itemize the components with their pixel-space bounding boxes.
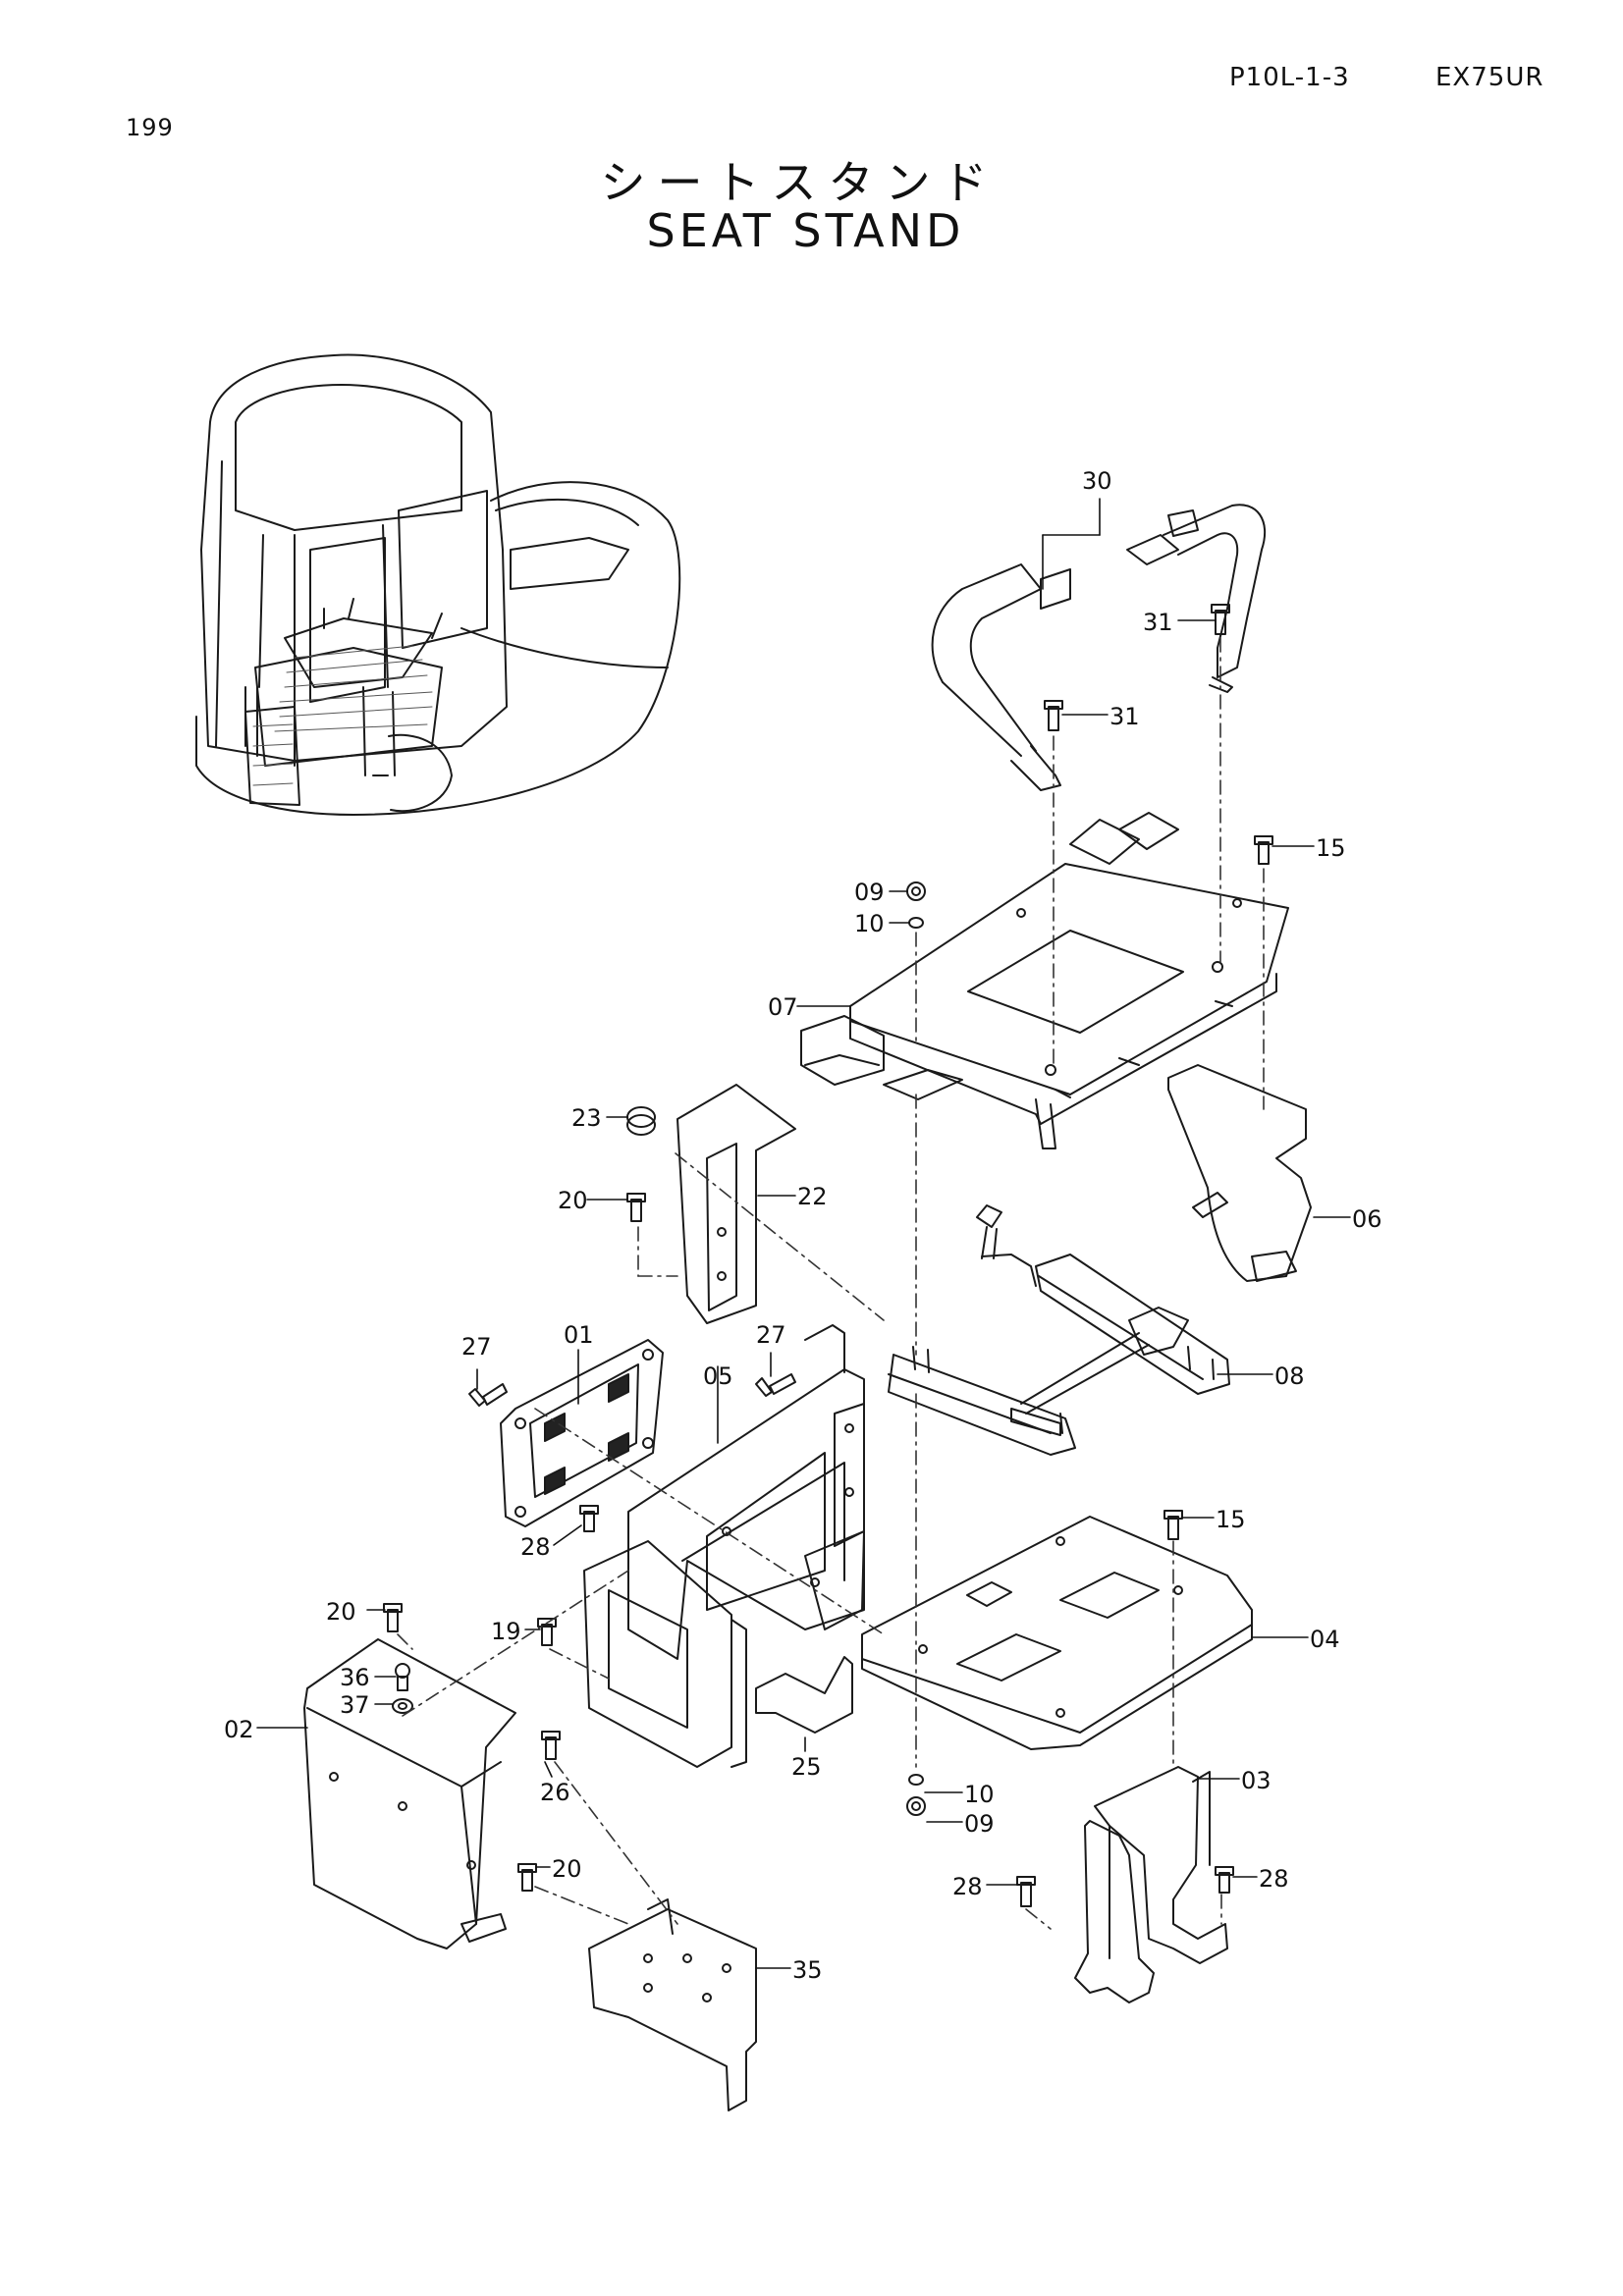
part-box-frame xyxy=(583,1540,747,1768)
callout-28: 28 xyxy=(952,1873,983,1900)
page-title-japanese: シートスタンド xyxy=(600,156,1000,209)
callout-02: 02 xyxy=(224,1716,254,1743)
callout-15: 15 xyxy=(1216,1506,1246,1533)
callout-31: 31 xyxy=(1143,609,1173,636)
part-22-bracket xyxy=(676,1084,796,1324)
part-31-bolts xyxy=(1044,604,1230,731)
part-23-grommet xyxy=(626,1106,656,1136)
callout-28: 28 xyxy=(1259,1865,1289,1893)
callout-31: 31 xyxy=(1109,703,1140,730)
callout-08: 08 xyxy=(1274,1362,1305,1390)
part-07-seat-base xyxy=(800,812,1289,1149)
callout-27: 27 xyxy=(756,1321,786,1349)
callout-10: 10 xyxy=(854,910,885,937)
callout-15: 15 xyxy=(1316,834,1346,862)
callout-01: 01 xyxy=(564,1321,594,1349)
part-06-side-bracket xyxy=(1167,1064,1312,1282)
part-05-main-frame xyxy=(627,1324,865,1660)
callout-27: 27 xyxy=(461,1333,492,1361)
page-number: 199 xyxy=(126,114,174,141)
callout-25: 25 xyxy=(791,1753,822,1781)
callout-20: 20 xyxy=(552,1855,582,1883)
assembly-center-lines xyxy=(397,637,1265,1930)
callout-10: 10 xyxy=(964,1781,995,1808)
part-01-mounting-plate xyxy=(500,1339,664,1527)
callout-19: 19 xyxy=(491,1618,521,1645)
callout-23: 23 xyxy=(571,1104,602,1132)
callout-04: 04 xyxy=(1310,1626,1340,1653)
callout-37: 37 xyxy=(340,1691,370,1719)
excavator-cab-overview xyxy=(195,353,681,816)
callout-26: 26 xyxy=(540,1779,570,1806)
callout-30: 30 xyxy=(1082,467,1112,495)
page-title-english: SEAT STAND xyxy=(646,204,965,257)
callout-20: 20 xyxy=(558,1187,588,1214)
callout-20: 20 xyxy=(326,1598,356,1626)
callout-09: 09 xyxy=(964,1810,995,1838)
callout-35: 35 xyxy=(792,1956,823,1984)
machine-model: EX75UR xyxy=(1435,63,1544,92)
part-03-leg-bracket xyxy=(1074,1766,1228,2003)
callout-07: 07 xyxy=(768,993,798,1021)
callout-09: 09 xyxy=(854,879,885,906)
part-02-side-cover xyxy=(303,1638,516,1949)
callout-36: 36 xyxy=(340,1664,370,1691)
callout-28: 28 xyxy=(520,1533,551,1561)
part-30-seat-belt xyxy=(931,504,1267,791)
callout-leaders xyxy=(256,498,1351,1969)
callout-labels: 30 31 31 15 09 10 07 23 22 20 06 27 01 2… xyxy=(224,467,1382,1984)
part-35-rear-plate xyxy=(588,1898,757,2111)
part-25-bracket xyxy=(755,1656,853,1734)
callout-22: 22 xyxy=(797,1183,828,1210)
callout-06: 06 xyxy=(1352,1205,1382,1233)
part-04-floor-plate xyxy=(861,1516,1253,1750)
document-code: P10L-1-3 xyxy=(1229,63,1350,92)
callout-05: 05 xyxy=(703,1362,733,1390)
callout-03: 03 xyxy=(1241,1767,1271,1794)
part-08-slide-rails xyxy=(888,1204,1230,1456)
